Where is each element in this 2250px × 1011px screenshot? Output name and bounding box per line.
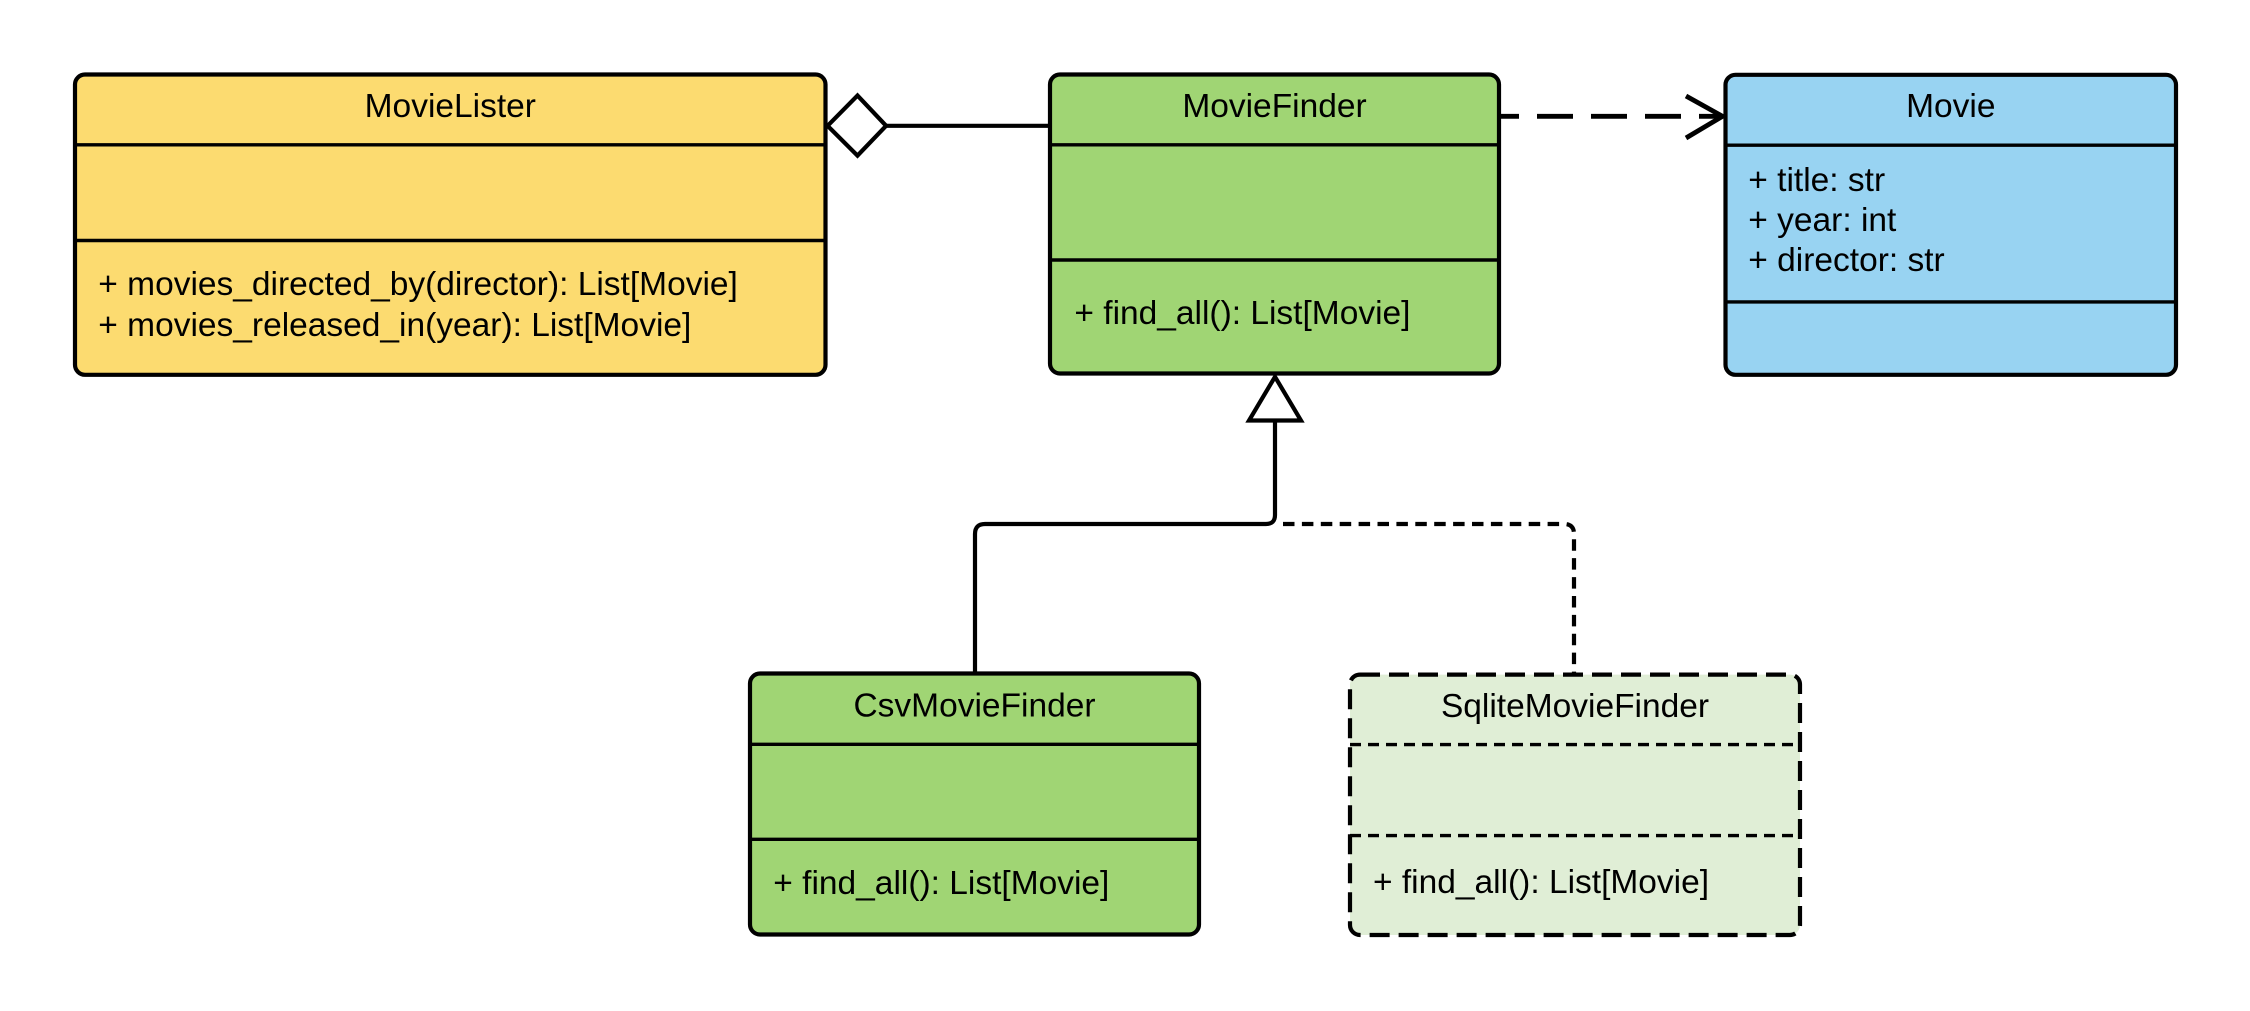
svg-text:+ year: int: + year: int — [1748, 202, 1897, 239]
svg-text:+ director: str: + director: str — [1748, 242, 1944, 279]
svg-text:+ find_all(): List[Movie]: + find_all(): List[Movie] — [1074, 295, 1410, 332]
svg-text:+ movies_directed_by(director): + movies_directed_by(director): List[Mov… — [98, 266, 738, 303]
svg-text:Movie: Movie — [1906, 88, 1995, 125]
svg-text:+ title: str: + title: str — [1748, 162, 1885, 199]
svg-text:MovieFinder: MovieFinder — [1182, 88, 1366, 125]
svg-text:+ movies_released_in(year): Li: + movies_released_in(year): List[Movie] — [98, 307, 691, 344]
svg-text:+ find_all(): List[Movie]: + find_all(): List[Movie] — [773, 865, 1109, 902]
svg-text:CsvMovieFinder: CsvMovieFinder — [853, 688, 1095, 725]
svg-text:SqliteMovieFinder: SqliteMovieFinder — [1441, 688, 1709, 725]
svg-text:+ find_all(): List[Movie]: + find_all(): List[Movie] — [1373, 864, 1709, 901]
svg-text:MovieLister: MovieLister — [365, 88, 536, 125]
